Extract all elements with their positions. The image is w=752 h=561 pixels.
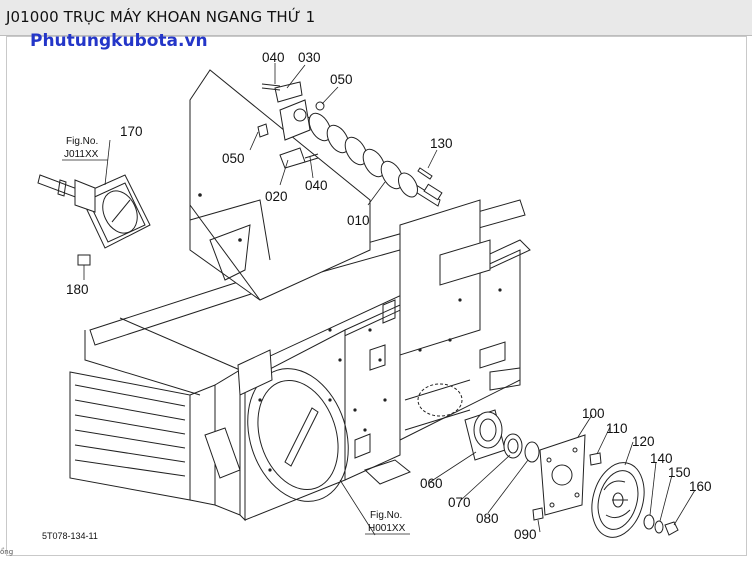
fig-ref-h001-value: H001XX — [368, 523, 406, 534]
fig-ref-h001-label: Fig.No. — [370, 510, 402, 521]
nut-160 — [664, 521, 679, 536]
part-label-140: 140 — [650, 451, 673, 466]
bearing-housing-060 — [464, 409, 506, 461]
part-label-130: 130 — [430, 136, 453, 151]
hydraulic-motor-170 — [37, 174, 151, 249]
part-label-150: 150 — [668, 465, 691, 480]
part-label-100: 100 — [582, 406, 605, 421]
key-130 — [417, 167, 433, 180]
fig-ref-j011: Fig.No. J011XX — [62, 136, 108, 161]
part-label-090: 090 — [514, 527, 537, 542]
snap-ring-080 — [524, 441, 540, 463]
title-bar: J01000 TRỤC MÁY KHOAN NGANG THỨ 1 — [0, 0, 752, 36]
part-label-080: 080 — [476, 511, 499, 526]
coupling-bracket — [257, 81, 325, 169]
bracket-plate-100 — [539, 434, 586, 516]
pulley-120 — [591, 462, 645, 538]
fig-ref-h001: Fig.No. H001XX — [365, 510, 410, 535]
part-label-060: 060 — [420, 476, 443, 491]
corner-note: ổng — [0, 548, 14, 556]
bolt-110 — [589, 452, 602, 466]
part-labels: 040 030 050 050 040 020 010 130 170 180 … — [66, 50, 712, 542]
page-title: J01000 TRỤC MÁY KHOAN NGANG THỨ 1 — [6, 8, 316, 26]
part-label-110: 110 — [606, 421, 628, 436]
part-label-050b: 050 — [222, 151, 245, 166]
watermark-logo: Phutungkubota.vn — [30, 31, 208, 51]
part-label-160: 160 — [689, 479, 712, 494]
frame-structure — [69, 69, 531, 522]
part-label-050a: 050 — [330, 72, 353, 87]
bearing-070 — [503, 433, 523, 459]
washer-140 — [643, 514, 655, 530]
bolt-180 — [77, 254, 91, 266]
part-label-170: 170 — [120, 124, 143, 139]
part-label-180: 180 — [66, 282, 89, 297]
part-label-010: 010 — [347, 213, 370, 228]
fig-ref-j011-label: Fig.No. — [66, 136, 98, 147]
part-label-070: 070 — [448, 495, 471, 510]
part-label-040a: 040 — [262, 50, 285, 65]
auger-shaft-010 — [297, 111, 443, 207]
leader-lines — [83, 63, 696, 536]
part-label-020: 020 — [265, 189, 288, 204]
fig-ref-j011-value: J011XX — [64, 149, 99, 160]
washer-150 — [654, 520, 664, 534]
part-label-120: 120 — [632, 434, 655, 449]
part-label-040b: 040 — [305, 178, 328, 193]
part-label-030: 030 — [298, 50, 321, 65]
figure-code: 5T078-134-11 — [42, 531, 98, 541]
bolt-090 — [532, 507, 544, 521]
